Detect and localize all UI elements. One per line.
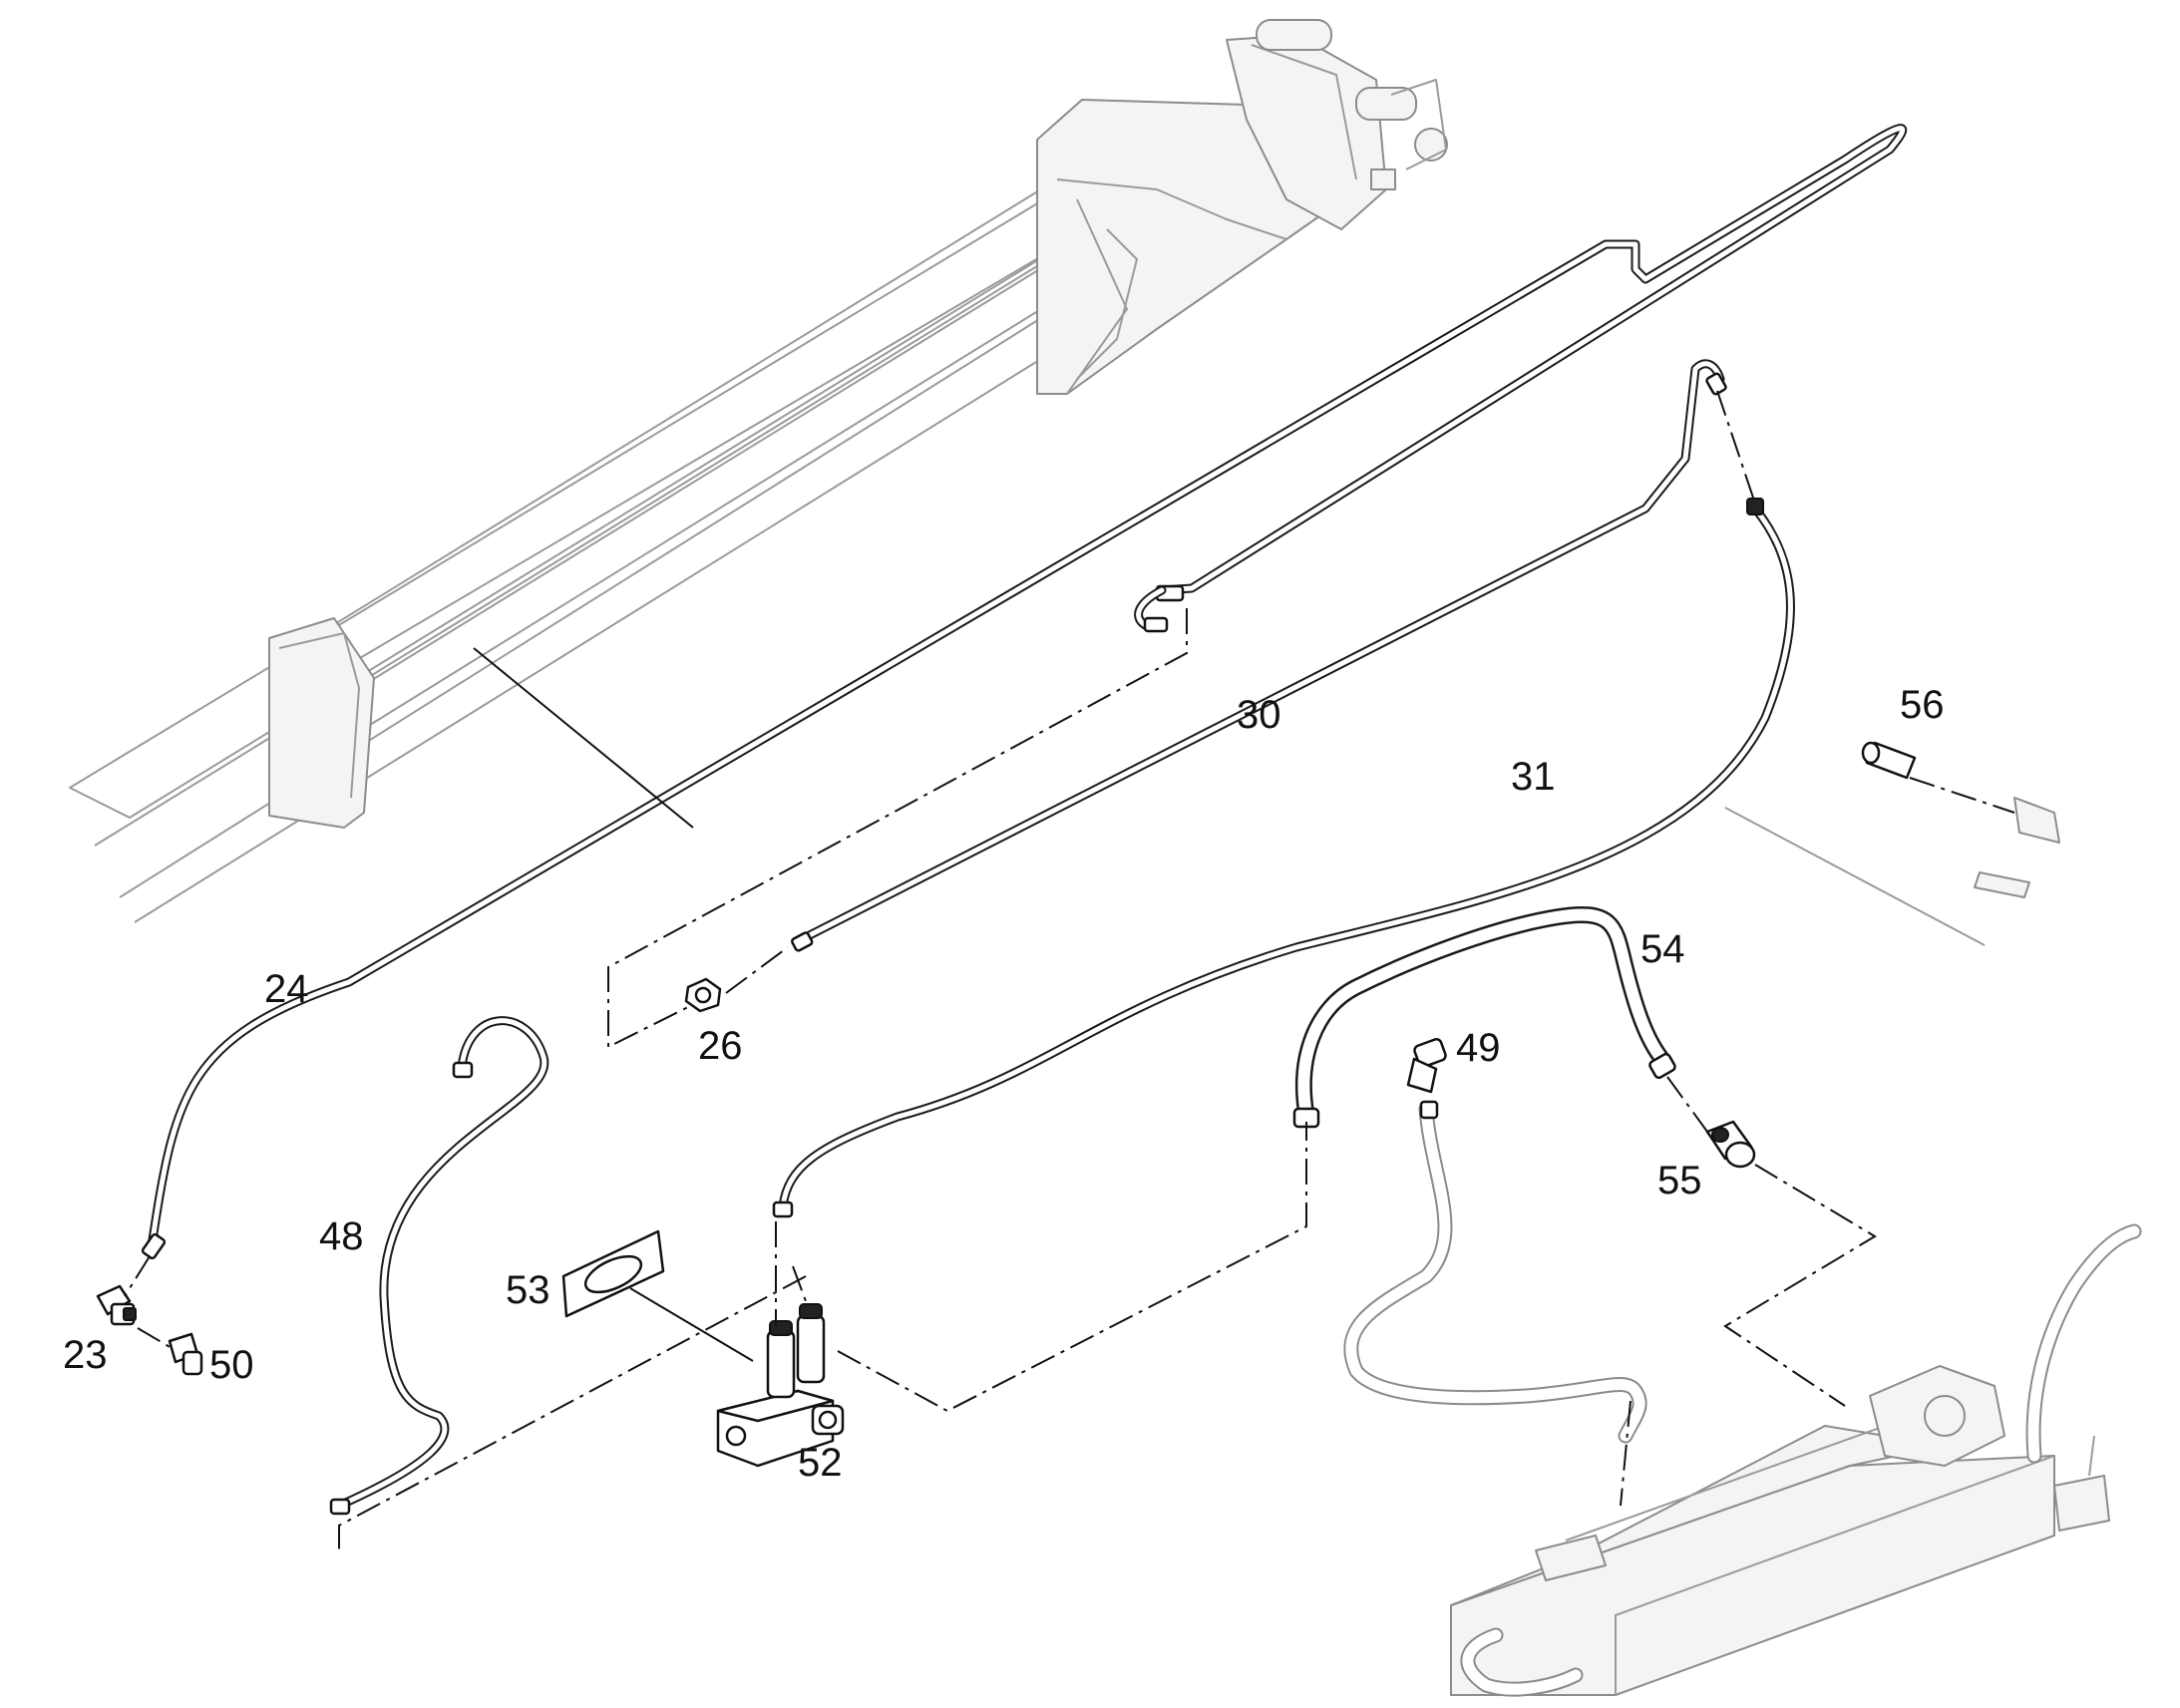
fitting-50 [168, 1332, 203, 1376]
callout-23: 23 [63, 1333, 108, 1377]
nut-26 [684, 977, 722, 1013]
callout-56: 56 [1900, 683, 1945, 727]
hose-54 [1292, 905, 1676, 1129]
callout-48: 48 [319, 1214, 364, 1258]
tube-24 [141, 124, 1908, 1260]
callout-52: 52 [798, 1441, 843, 1485]
callout-24: 24 [264, 967, 309, 1011]
valve-block-52 [716, 1303, 845, 1468]
callout-26: 26 [698, 1024, 743, 1068]
hose-48 [329, 1016, 549, 1516]
elbow-49 [1406, 1038, 1447, 1120]
callout-53: 53 [506, 1268, 550, 1312]
callout-55: 55 [1657, 1159, 1702, 1202]
callout-30: 30 [1237, 693, 1281, 737]
tube-30 [791, 359, 1727, 952]
fitting-23 [96, 1284, 137, 1326]
telescopic-boom [69, 19, 1448, 923]
centerlines [124, 390, 2015, 1555]
callout-labels: 23 24 26 30 31 48 49 50 52 53 54 55 56 [63, 683, 1945, 1485]
tank-assembly [1450, 1223, 2142, 1697]
leader-lines [473, 647, 754, 1362]
tank-feed-hose [1343, 1101, 1647, 1444]
hose-31 [772, 498, 1795, 1218]
callout-31: 31 [1511, 755, 1556, 799]
sensor-bracket [1724, 797, 2060, 946]
callout-54: 54 [1640, 927, 1685, 971]
coupling-55 [1705, 1120, 1756, 1169]
callout-49: 49 [1456, 1026, 1501, 1070]
gasket-plate-53 [561, 1229, 665, 1318]
pin-56 [1861, 741, 1917, 780]
callout-50: 50 [209, 1343, 254, 1387]
